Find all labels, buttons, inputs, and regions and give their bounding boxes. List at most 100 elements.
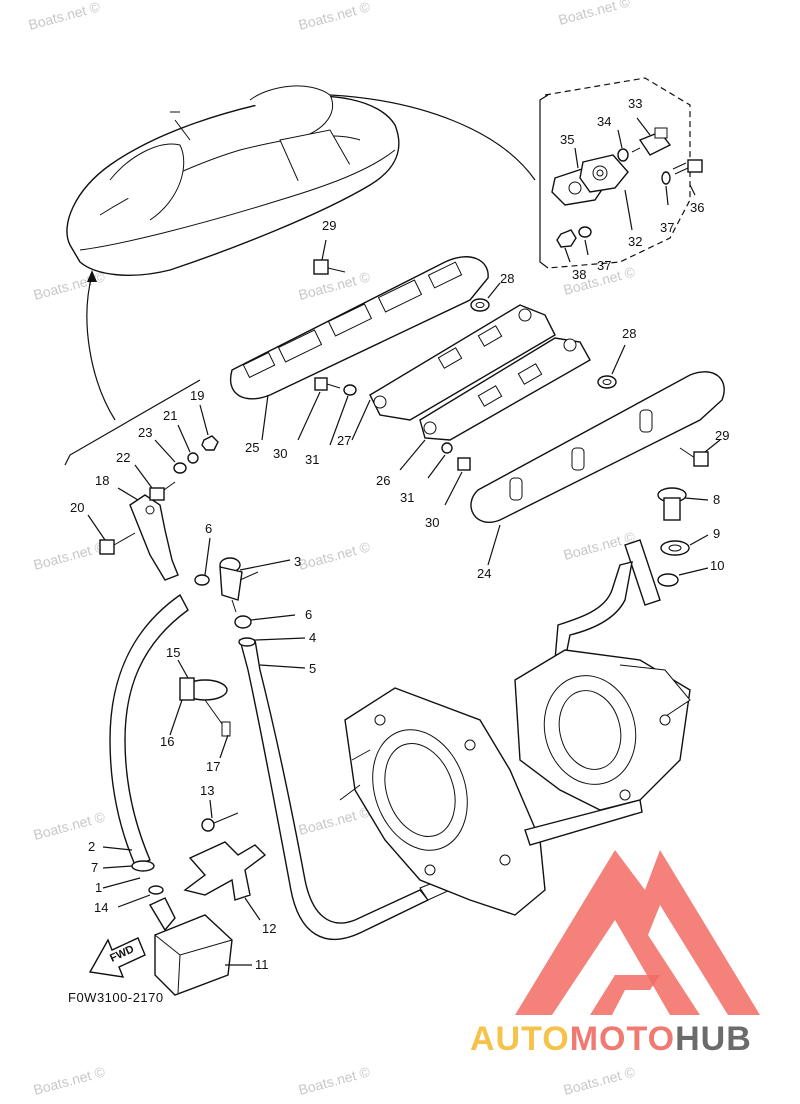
nut-38 xyxy=(556,229,577,248)
manifold-rail-26 xyxy=(399,337,591,471)
valve-3 xyxy=(219,557,291,613)
callout-2: 2 xyxy=(88,839,95,854)
callout-15: 15 xyxy=(166,645,180,660)
callout-7: 7 xyxy=(91,860,98,875)
callout-13: 13 xyxy=(200,783,214,798)
callout-6: 6 xyxy=(205,521,212,536)
connecting-hose xyxy=(524,799,643,846)
clamp-15 xyxy=(169,659,231,759)
o-ring-34 xyxy=(617,148,629,162)
drain-plug-8 xyxy=(657,487,709,521)
callout-34: 34 xyxy=(597,114,611,129)
cover-24 xyxy=(470,371,725,566)
washer-31 xyxy=(441,442,453,454)
watermark: Boats.net © xyxy=(32,808,108,843)
watermark: Boats.net © xyxy=(297,538,373,573)
bolt-22 xyxy=(134,464,176,501)
callout-21: 21 xyxy=(163,408,177,423)
nut-19 xyxy=(201,435,219,451)
callout-16: 16 xyxy=(160,734,174,749)
bolt-29 xyxy=(679,439,721,467)
callout-32: 32 xyxy=(628,234,642,249)
fitting-14 xyxy=(117,885,164,908)
automotohub-logo-mark xyxy=(515,850,760,1015)
callout-37: 37 xyxy=(660,220,674,235)
cooling-hose xyxy=(554,561,633,661)
brand-word-auto: AUTO xyxy=(470,1020,570,1058)
callout-26: 26 xyxy=(376,473,390,488)
callout-23: 23 xyxy=(138,425,152,440)
washer-23 xyxy=(173,462,187,474)
callout-5: 5 xyxy=(309,661,316,676)
watermark: Boats.net © xyxy=(27,0,103,33)
forward-direction-arrow: FWD xyxy=(88,937,146,978)
callout-4: 4 xyxy=(309,630,316,645)
callout-28: 28 xyxy=(500,271,514,286)
brand-word-hub: HUB xyxy=(675,1020,752,1058)
callout-3: 3 xyxy=(294,554,301,569)
callout-9: 9 xyxy=(713,526,720,541)
callouts: 1 2 3 4 5 6 6 7 8 9 10 11 12 13 14 15 16… xyxy=(70,96,729,972)
watermark: Boats.net © xyxy=(297,1063,373,1098)
callout-35: 35 xyxy=(560,132,574,147)
diagram-code: F0W3100-2170 xyxy=(68,990,164,1005)
callout-25: 25 xyxy=(245,440,259,455)
callout-17: 17 xyxy=(206,759,220,774)
callout-27: 27 xyxy=(337,433,351,448)
bolt-29 xyxy=(313,239,346,275)
callout-14: 14 xyxy=(94,900,108,915)
callout-29: 29 xyxy=(715,428,729,443)
bolt-36 xyxy=(672,159,703,175)
watermark: Boats.net © xyxy=(32,538,108,573)
callout-22: 22 xyxy=(116,450,130,465)
callout-37: 37 xyxy=(597,258,611,273)
callout-6: 6 xyxy=(305,607,312,622)
manifold-rail-27 xyxy=(351,304,556,441)
gasket-32 xyxy=(579,154,629,193)
hose-2 xyxy=(109,593,189,866)
watermark: Boats.net © xyxy=(297,268,373,303)
callout-1: 1 xyxy=(95,880,102,895)
callout-30: 30 xyxy=(425,515,439,530)
watermark: Boats.net © xyxy=(562,1063,638,1098)
hose-end-4 xyxy=(238,637,256,647)
water-separator-11 xyxy=(149,897,252,996)
fitting-33 xyxy=(631,127,672,156)
callout-18: 18 xyxy=(95,473,109,488)
callout-36: 36 xyxy=(690,200,704,215)
clamp-10 xyxy=(657,573,679,587)
manifold-gasket-25 xyxy=(229,256,489,441)
callout-29: 29 xyxy=(322,218,336,233)
brand-wordmark: AUTOMOTOHUB xyxy=(470,1020,752,1059)
watermark: Boats.net © xyxy=(557,0,633,28)
callout-33: 33 xyxy=(628,96,642,111)
bolt-30 xyxy=(444,457,471,506)
callout-8: 8 xyxy=(713,492,720,507)
washer-37 xyxy=(661,171,671,185)
bolt-20 xyxy=(87,514,136,555)
hose-bracket xyxy=(624,539,661,606)
callout-11: 11 xyxy=(255,957,269,972)
engine-housing xyxy=(339,687,546,916)
brand-word-moto: MOTO xyxy=(569,1020,676,1058)
bracket-18 xyxy=(117,487,179,581)
callout-38: 38 xyxy=(572,267,586,282)
watermark: Boats.net © xyxy=(32,268,108,303)
callout-19: 19 xyxy=(190,388,204,403)
callout-20: 20 xyxy=(70,500,84,515)
callout-12: 12 xyxy=(262,921,276,936)
callout-31: 31 xyxy=(400,490,414,505)
washer-37 xyxy=(578,226,592,238)
clamp-6 xyxy=(234,615,252,629)
bracket-group-bracket xyxy=(64,379,201,466)
clamp-7 xyxy=(131,860,155,872)
washer-31 xyxy=(343,384,357,396)
callout-10: 10 xyxy=(710,558,724,573)
washer-21 xyxy=(187,452,199,464)
jet-pump-housing xyxy=(514,649,691,811)
detail-box-fitting xyxy=(539,77,703,269)
callout-30: 30 xyxy=(273,446,287,461)
watermark: Boats.net © xyxy=(297,803,373,838)
